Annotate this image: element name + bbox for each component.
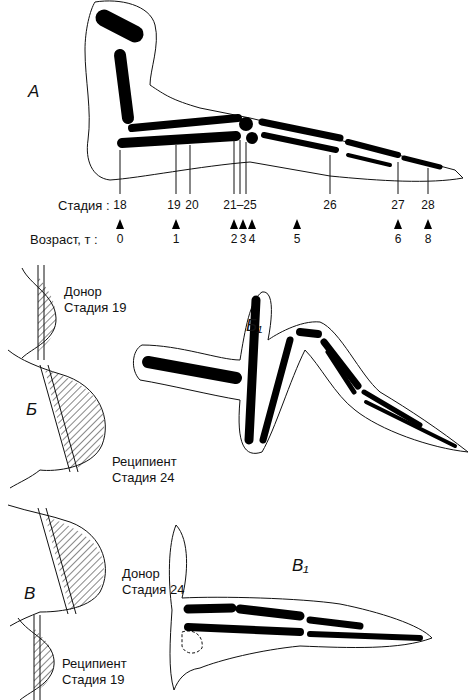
stage-number: 28: [421, 198, 434, 212]
stage-number: 18: [113, 198, 126, 212]
panel-letter: Б₁: [246, 316, 262, 336]
stage-number: 27: [391, 198, 404, 212]
bud-label: Реципиент Стадия 19: [62, 656, 144, 687]
stage-number: 19: [167, 198, 180, 212]
panel-letter: В: [24, 584, 35, 604]
panel-letter: А: [28, 82, 39, 102]
age-number: 5: [294, 232, 301, 246]
age-number: 2: [231, 232, 238, 246]
bud-label: Донор Стадия 24: [122, 566, 194, 597]
stage-number: 26: [323, 198, 336, 212]
stage-number: 21–25: [223, 198, 256, 212]
stage-number: 20: [185, 198, 198, 212]
row-title: Возраст, т :: [30, 232, 98, 248]
panel-letter: В₁: [292, 556, 309, 576]
age-number: 4: [249, 232, 256, 246]
age-number: 1: [173, 232, 180, 246]
panel-letter: Б: [26, 400, 37, 420]
age-number: 8: [425, 232, 432, 246]
age-number: 6: [395, 232, 402, 246]
bud-label: Реципиент Стадия 24: [112, 454, 194, 485]
row-title: Стадия :: [58, 198, 110, 214]
age-number: 0: [117, 232, 124, 246]
age-number: 3: [240, 232, 247, 246]
bud-label: Донор Стадия 19: [64, 284, 136, 315]
